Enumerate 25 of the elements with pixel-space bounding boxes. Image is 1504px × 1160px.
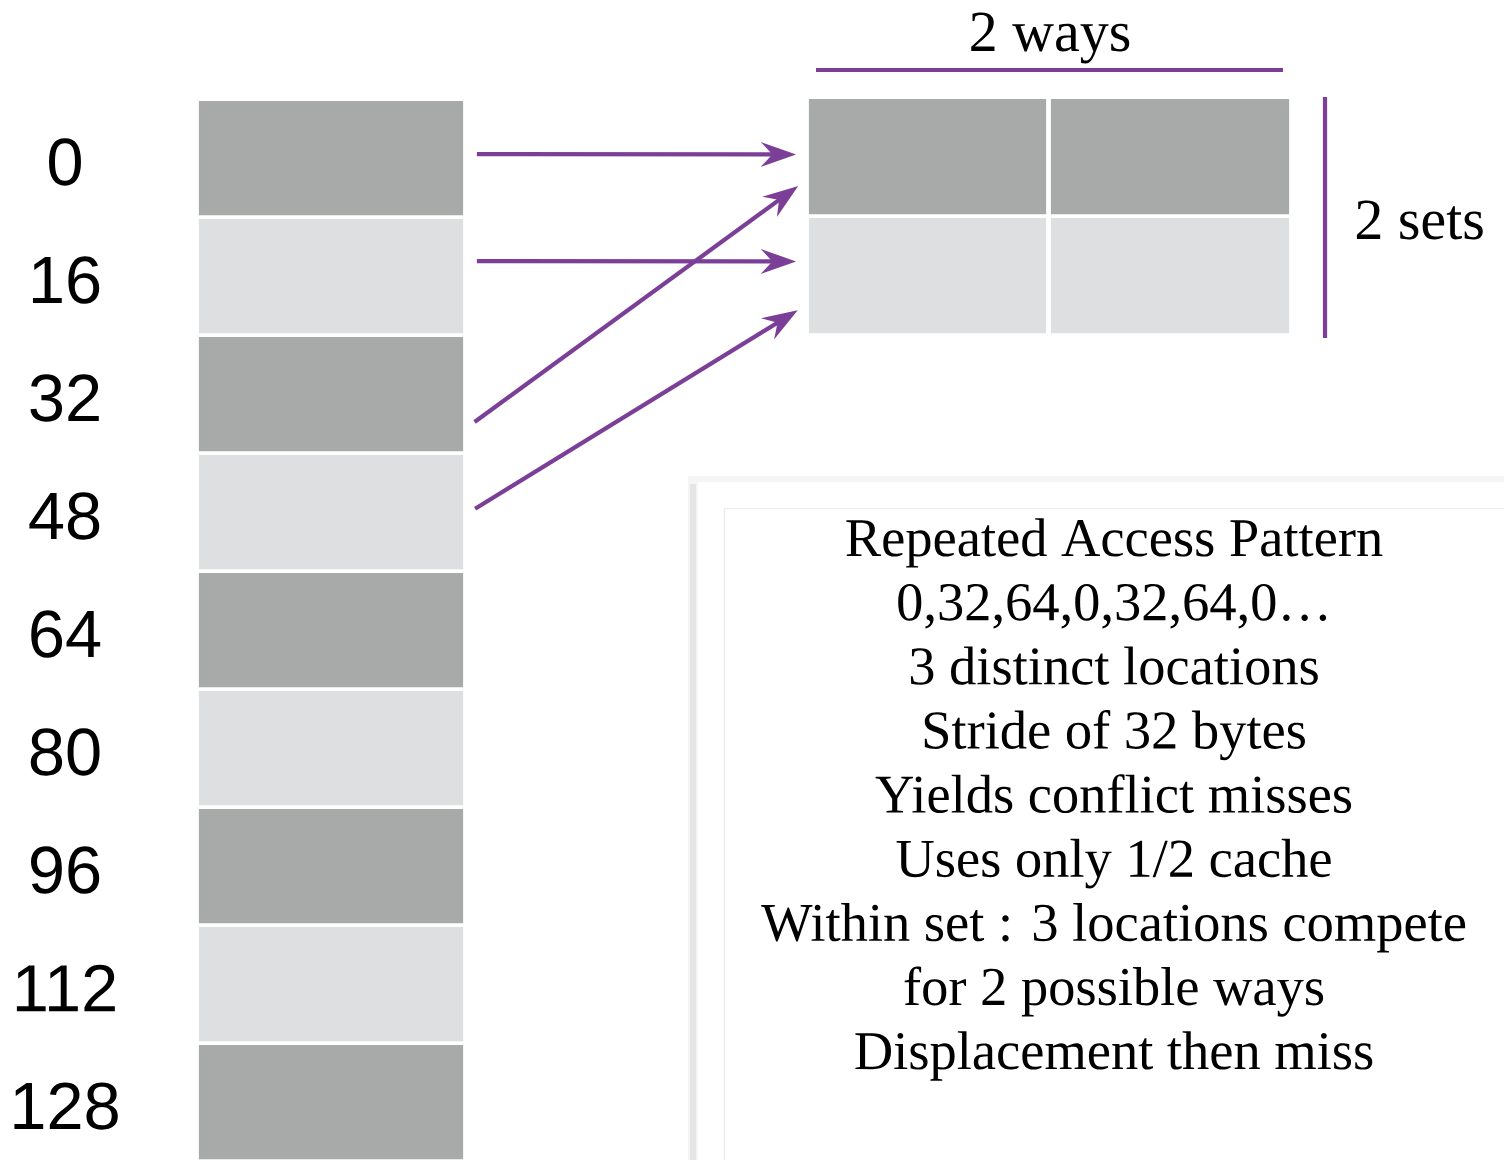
address-label: 96 [31, 846, 100, 894]
memory-block [197, 925, 465, 1043]
cache-cell [807, 216, 1048, 335]
memory-block [197, 335, 465, 453]
dimension-label: 2 ways [971, 12, 1130, 64]
memory-block [197, 571, 465, 689]
address-label: 112 [16, 964, 115, 1012]
memory-block [197, 453, 465, 571]
memory-block [197, 807, 465, 925]
memory-block [197, 689, 465, 807]
address-label: 80 [30, 728, 100, 776]
address-label: 16 [32, 256, 100, 304]
memory-block [197, 99, 465, 217]
cache-cell [807, 97, 1048, 216]
address-label: 64 [31, 610, 101, 658]
address-label: 48 [29, 492, 100, 540]
cache-cell [1049, 216, 1291, 335]
cache-cell [1049, 97, 1291, 216]
dimension-label: 2 sets [1356, 200, 1483, 240]
note-box: Repeated Access Pattern 0,32,64,0,32,64,0… 3 distinct locations Stride of 32 bytes Yields conflict misses Uses only 1/2 cache Within set : 3 locations compete for 2 possible ways Displacement then miss [688, 476, 1504, 1160]
address-label: 32 [30, 374, 99, 422]
address-label: 128 [14, 1082, 118, 1130]
memory-block [197, 217, 465, 335]
address-label: 0 [49, 138, 81, 186]
memory-block [197, 1043, 465, 1160]
